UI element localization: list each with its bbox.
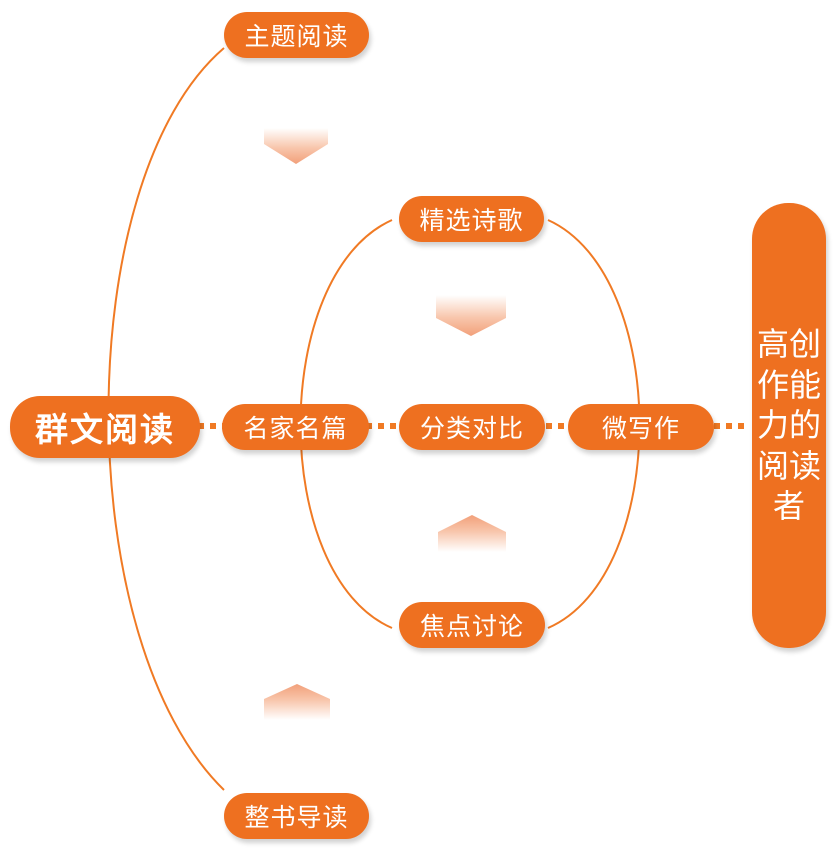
main-node: 群文阅读 — [10, 396, 200, 458]
famous-works-node: 名家名篇 — [222, 404, 369, 450]
bottom-arrow-up-icon — [264, 684, 330, 720]
top-arrow-down-icon — [264, 128, 328, 164]
focus-discussion-node: 焦点讨论 — [399, 602, 545, 648]
selected-poems-node: 精选诗歌 — [399, 196, 544, 242]
micro-writing-node: 微写作 — [568, 404, 714, 450]
middle-top-arrow-down-icon — [436, 295, 506, 336]
theme-reading-node: 主题阅读 — [224, 12, 369, 58]
classification-comparison-node: 分类对比 — [399, 404, 545, 450]
whole-book-guided-reading-node: 整书导读 — [224, 793, 369, 839]
high-creativity-reader-goal-node: 高创作能力的阅读者 — [752, 203, 826, 648]
middle-bottom-arrow-up-icon — [438, 515, 506, 552]
